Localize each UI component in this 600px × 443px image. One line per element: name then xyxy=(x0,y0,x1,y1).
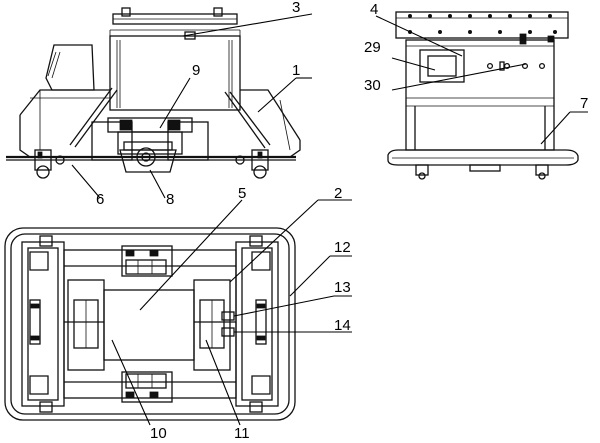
front-view-leaders xyxy=(71,13,313,199)
callout-10: 10 xyxy=(150,425,167,442)
callout-13: 13 xyxy=(334,279,351,296)
top-view-labels: 5 2 12 13 14 10 11 xyxy=(150,185,351,442)
side-view-labels: 4 29 30 7 xyxy=(364,1,588,112)
callout-12: 12 xyxy=(334,239,351,256)
callout-14: 14 xyxy=(334,317,351,334)
callout-11: 11 xyxy=(234,425,250,442)
callout-2: 2 xyxy=(334,185,342,202)
callout-6: 6 xyxy=(96,191,104,208)
side-view-leaders xyxy=(375,15,588,145)
callout-1: 1 xyxy=(292,62,300,79)
top-view-leaders xyxy=(111,199,352,426)
side-view xyxy=(387,11,579,180)
callout-8: 8 xyxy=(166,191,174,208)
callout-7: 7 xyxy=(580,95,588,112)
callout-3: 3 xyxy=(292,0,300,16)
callout-4: 4 xyxy=(370,1,378,18)
callout-30: 30 xyxy=(364,77,381,94)
front-view-labels: 3 9 1 6 8 xyxy=(96,0,300,208)
callout-5: 5 xyxy=(238,185,246,202)
callout-29: 29 xyxy=(364,39,381,56)
top-view xyxy=(4,227,296,421)
front-view xyxy=(6,7,301,179)
callout-9: 9 xyxy=(192,62,200,79)
